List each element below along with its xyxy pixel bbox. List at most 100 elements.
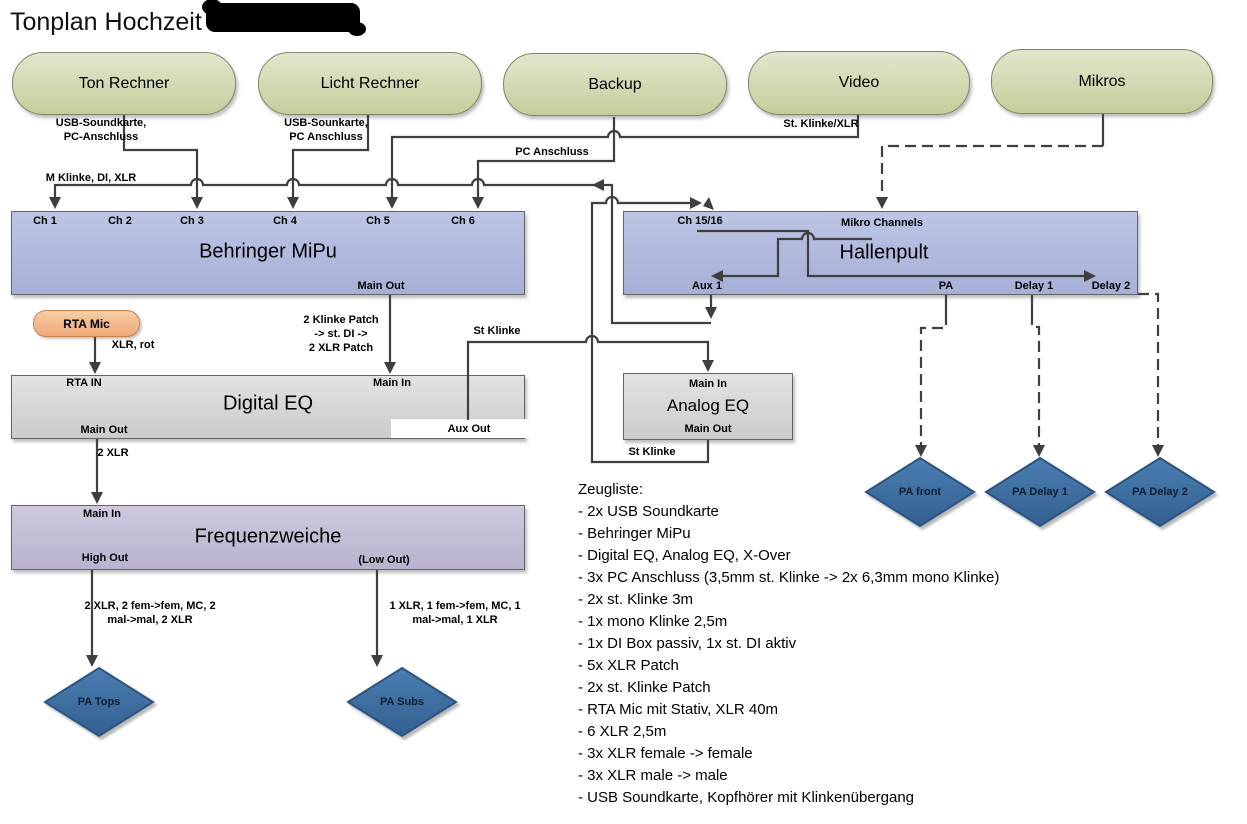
list-item: - RTA Mic mit Stativ, XLR 40m <box>578 701 779 718</box>
behringer-main-out-label: Main Out <box>357 280 405 292</box>
equipment-list-heading: Zeugliste: <box>578 481 644 498</box>
behringer-ch4-label: Ch 4 <box>273 215 297 227</box>
digital-eq-aux-out-label: Aux Out <box>447 423 491 435</box>
hallenpult-ch1516-label: Ch 15/16 <box>677 215 723 227</box>
hallenpult-pa-label: PA <box>938 280 954 292</box>
node-ton-rechner: Ton Rechner <box>12 52 236 115</box>
node-rta-mic: RTA Mic <box>33 310 140 337</box>
cable-label-backup: PC Anschluss <box>515 146 589 158</box>
list-item: - 1x mono Klinke 2,5m <box>578 613 728 630</box>
pa-delay1-label: PA Delay 1 <box>1012 486 1068 498</box>
list-item: - Digital EQ, Analog EQ, X-Over <box>578 547 791 564</box>
behringer-ch1-label: Ch 1 <box>33 215 57 227</box>
mixer-behringer-title: Behringer MiPu <box>199 240 337 263</box>
cable-label-high-out: 2 XLR, 2 fem->fem, MC, 2 mal->mal, 2 XLR <box>84 600 216 626</box>
node-rta-mic-label: RTA Mic <box>63 316 110 331</box>
arrow-ch1516-a <box>690 197 702 209</box>
node-video: Video <box>748 51 970 115</box>
behringer-ch3-label: Ch 3 <box>180 215 204 227</box>
list-item: - 1x DI Box passiv, 1x st. DI aktiv <box>578 635 797 652</box>
cable-label-low-out: 1 XLR, 1 fem->fem, MC, 1 mal->mal, 1 XLR <box>389 600 521 626</box>
arrow-mikro-channels <box>876 197 888 209</box>
cable-delay2-dashed <box>1138 292 1160 445</box>
pa-front-label: PA front <box>898 486 942 498</box>
node-ton-rechner-label: Ton Rechner <box>78 74 170 92</box>
cable-label-aux-out: St Klinke <box>473 325 521 337</box>
list-item: - 6 XLR 2,5m <box>578 723 667 740</box>
cable-label-eq-to-xover: 2 XLR <box>97 447 129 459</box>
digital-eq-rta-in-label: RTA IN <box>66 377 102 389</box>
arrow-rta-in <box>89 362 101 374</box>
arrow-pa-tops <box>86 655 98 667</box>
behringer-ch6-label: Ch 6 <box>451 215 475 227</box>
list-item: - 3x PC Anschluss (3,5mm st. Klinke -> 2… <box>578 569 1000 586</box>
frequenzweiche-low-out-label: (Low Out) <box>358 554 410 566</box>
digital-eq-main-in-label: Main In <box>373 377 411 389</box>
arrow-pa-delay1 <box>1033 445 1045 457</box>
pa-tops-label: PA Tops <box>77 696 121 708</box>
pa-delay2-label: PA Delay 2 <box>1132 486 1188 498</box>
hallenpult-aux1-label: Aux 1 <box>692 280 722 292</box>
hallenpult-delay2-label: Delay 2 <box>1091 280 1131 292</box>
cable-label-licht: USB-Sounkarte, PC Anschluss <box>284 117 368 143</box>
arrow-aux1-down <box>705 307 717 319</box>
node-backup: Backup <box>503 53 727 116</box>
arrow-pa-delay2 <box>1152 445 1164 457</box>
cable-label-analog-return: St Klinke <box>628 446 676 458</box>
analog-eq-main-in-label: Main In <box>689 378 727 390</box>
behringer-ch5-label: Ch 5 <box>366 215 390 227</box>
arrow-ch6 <box>472 197 484 209</box>
page-title: Tonplan Hochzeit <box>10 8 202 36</box>
list-item: - USB Soundkarte, Kopfhörer mit Klinkenü… <box>578 789 915 806</box>
cable-label-ton: USB-Soundkarte, PC-Anschluss <box>55 117 147 143</box>
cable-label-rta: XLR, rot <box>111 339 155 351</box>
cable-mikros-dashed <box>880 144 1103 197</box>
cable-label-ch1-in: M Klinke, DI, XLR <box>45 172 137 184</box>
node-mikros-label: Mikros <box>1078 72 1126 90</box>
arrow-analog-main-in <box>702 360 714 372</box>
list-item: - 5x XLR Patch <box>578 657 679 674</box>
analog-eq-main-out-label: Main Out <box>684 423 732 435</box>
node-licht-rechner: Licht Rechner <box>258 52 482 115</box>
hallenpult-mikro-channels-label: Mikro Channels <box>841 217 923 229</box>
list-item: - 2x USB Soundkarte <box>578 503 719 520</box>
frequenzweiche-main-in-label: Main In <box>83 508 121 520</box>
arrow-to-ch1-mid <box>592 179 604 191</box>
arrow-ch5 <box>386 197 398 209</box>
digital-eq-title: Digital EQ <box>222 392 314 415</box>
behringer-ch2-label: Ch 2 <box>108 215 132 227</box>
redacted-name <box>202 0 366 36</box>
node-backup-label: Backup <box>588 75 642 93</box>
list-item: - 3x XLR female -> female <box>578 745 753 762</box>
node-mikros: Mikros <box>991 49 1213 114</box>
frequenzweiche-title: Frequenzweiche <box>194 525 342 548</box>
cable-label-behringer-out: 2 Klinke Patch -> st. DI -> 2 XLR Patch <box>303 314 379 354</box>
mixer-hallenpult-title: Hallenpult <box>839 241 929 264</box>
processor-frequenzweiche <box>11 505 525 570</box>
digital-eq-aux-out-box <box>391 419 530 438</box>
arrow-pa-front <box>915 445 927 457</box>
cable-label-video: St. Klinke/XLR <box>783 118 859 130</box>
node-video-label: Video <box>838 74 880 91</box>
hallenpult-delay1-label: Delay 1 <box>1014 280 1054 292</box>
list-item: - Behringer MiPu <box>578 525 691 542</box>
cable-delay1-dashed <box>1030 314 1041 445</box>
list-item: - 2x st. Klinke Patch <box>578 679 711 696</box>
arrow-fw-main-in <box>91 492 103 504</box>
digital-eq-main-out-label: Main Out <box>80 424 128 436</box>
list-item: - 2x st. Klinke 3m <box>578 591 694 608</box>
equipment-list: Zeugliste: - 2x USB Soundkarte - Behring… <box>578 479 999 809</box>
analog-eq-title: Analog EQ <box>666 396 750 415</box>
arrow-ch1516-b <box>703 197 714 210</box>
cable-pa-dashed <box>919 314 948 445</box>
arrow-ch1 <box>49 197 61 209</box>
arrow-pa-subs <box>371 655 383 667</box>
equipment-list-items: - 2x USB Soundkarte - Behringer MiPu - D… <box>578 501 999 809</box>
arrow-ch3 <box>191 197 203 209</box>
frequenzweiche-high-out-label: High Out <box>81 552 129 564</box>
pa-subs-label: PA Subs <box>379 696 425 708</box>
arrow-digital-main-in <box>384 362 396 374</box>
list-item: - 3x XLR male -> male <box>578 767 728 784</box>
arrow-ch4 <box>287 197 299 209</box>
